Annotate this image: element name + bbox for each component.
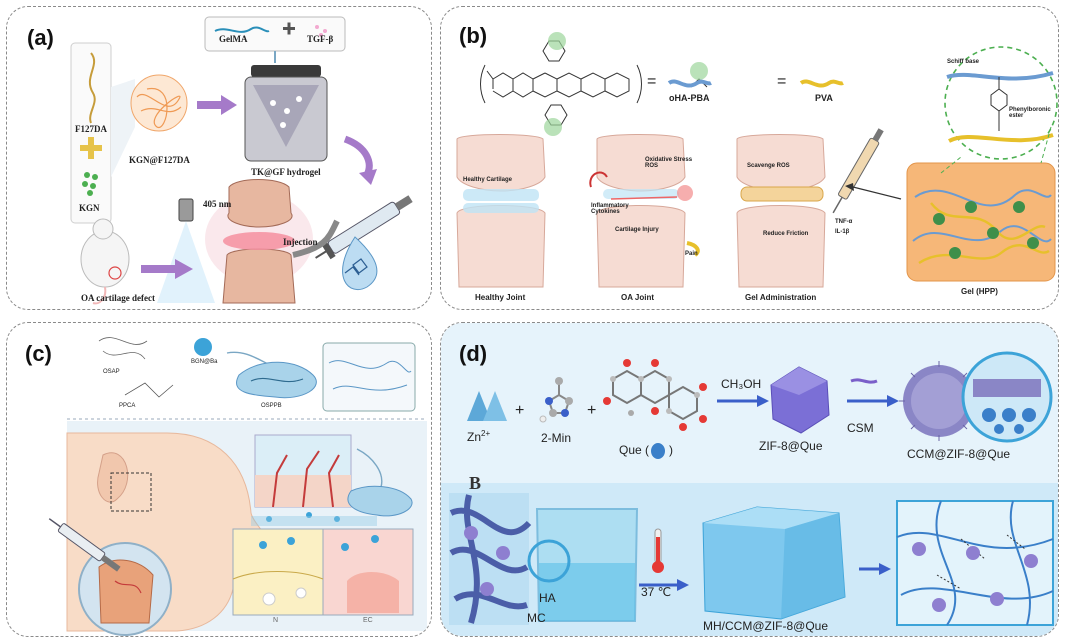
zn-triangle-2 [483, 391, 507, 421]
pva-label: PVA [815, 93, 833, 103]
bone-lower [222, 248, 296, 304]
cartilage-injury-label: Cartilage Injury [615, 227, 659, 233]
jar-lid [251, 65, 321, 77]
eq1: = [647, 73, 657, 90]
panel-a-label: (a) [27, 25, 54, 50]
ch3oh-label: CH₃OH [721, 377, 762, 391]
panel-d-graphics: + + [441, 323, 1058, 636]
defect-glow [223, 232, 295, 250]
panel-d: + + [440, 322, 1059, 637]
scavenge-label: Scavenge ROS [747, 163, 790, 169]
ha-label: HA [539, 591, 556, 605]
eq2: = [777, 73, 787, 90]
kgn-f127da-label: KGN@F127DA [129, 155, 190, 165]
zn-label: Zn2+ [467, 429, 490, 444]
panel-a-graphics [70, 16, 413, 305]
plus-v [287, 22, 291, 35]
zif-label: ZIF-8@Que [759, 439, 823, 453]
injection-label: Injection [283, 237, 318, 247]
que-label: Que ( [619, 443, 650, 457]
il-label: IL-1β [835, 229, 850, 235]
zn-sup: 2+ [481, 429, 491, 438]
kgn-label: KGN [79, 203, 100, 213]
ear [97, 452, 129, 503]
panel-c-graphics [48, 337, 427, 636]
tgf-label: TGF-β [307, 34, 334, 44]
que-close-label: ) [669, 443, 673, 457]
oa-defect-label: OA cartilage defect [81, 293, 155, 303]
oa-joint-label: OA Joint [621, 293, 655, 302]
gel-hpp-label: Gel (HPP) [961, 287, 998, 296]
que-symbol [651, 443, 665, 459]
healthy-joint-figure [456, 134, 546, 288]
que-atoms [603, 359, 707, 431]
healthy-joint-label: Healthy Joint [475, 293, 526, 302]
light-source [178, 198, 194, 222]
syringe-b [832, 128, 884, 214]
f127da-label: F127DA [75, 124, 107, 134]
gelma-label: GelMA [219, 34, 248, 44]
hydrogel-drop [342, 236, 378, 290]
tnf-label: TNF-α [835, 219, 853, 225]
panel-b: (b) = = oHA-PBA PVA Schiff base Phenylbo… [440, 6, 1059, 310]
bone-upper [227, 179, 293, 228]
osppb-zoom-box [322, 342, 416, 412]
syringe-c [48, 518, 121, 572]
bgn-ball [194, 338, 212, 356]
osppb-label: OSPPB [261, 403, 282, 409]
csm-label: CSM [847, 421, 874, 435]
svg-text:+: + [515, 402, 524, 419]
mh-label: MH/CCM@ZIF-8@Que [703, 619, 829, 633]
zn-text: Zn [467, 430, 482, 444]
oha-pba-label: oHA-PBA [669, 93, 710, 103]
temp-label: 37 ℃ [641, 585, 672, 599]
inflammatory-label: Inflammatory Cytokines [591, 203, 629, 215]
oxidative-label: Oxidative Stress ROS [645, 157, 693, 169]
ec-label: EC [363, 617, 373, 624]
panel-a: (a) GelMA TGF-β F127DA KGN KGN@F127DA TK… [6, 6, 432, 310]
panel-b-graphics [456, 32, 1058, 288]
gel-admin-joint-figure [736, 134, 826, 288]
hydrogel-label: TK@GF hydrogel [251, 167, 321, 177]
b-marker: B [469, 473, 482, 493]
ppca-sketch [124, 382, 174, 398]
oa-joint-figure [589, 134, 700, 288]
pain-label: Pain [685, 251, 698, 257]
schiff-label: Schiff base [947, 59, 980, 65]
pva-strand [799, 79, 844, 88]
mc-label: MC [527, 611, 546, 625]
healthy-cartilage-label: Healthy Cartilage [463, 177, 513, 183]
gel-hpp-cube [906, 162, 1056, 282]
gel-admin-label: Gel Administration [745, 293, 817, 302]
osap-label: OSAP [103, 369, 120, 375]
rat-body [80, 230, 130, 288]
svg-text:+: + [587, 402, 596, 419]
f127da-strand [88, 52, 96, 124]
min-label: 2-Min [541, 431, 572, 445]
panel-b-label: (b) [459, 23, 488, 48]
ccm-label: CCM@ZIF-8@Que [907, 447, 1011, 461]
2min-molecule [539, 377, 573, 423]
panel-d-label: (d) [459, 341, 488, 366]
osap-sketch [98, 337, 148, 360]
gelma-strand [214, 26, 270, 33]
n-label: N [273, 617, 279, 624]
oha-pba-strand [667, 79, 712, 88]
syringe-a [315, 195, 413, 260]
phenyl-label: Phenylboronic ester [1009, 107, 1051, 119]
bgn-label: BGN@Ba [191, 359, 218, 365]
zn-triangle-1 [467, 391, 491, 421]
panel-c: (c) OSAP BGN@Ba PPCA OSPPB N EC [6, 322, 432, 637]
panel-c-label: (c) [25, 341, 52, 366]
ppca-label: PPCA [119, 403, 136, 409]
reduce-friction-label: Reduce Friction [763, 231, 809, 237]
wavelength-label: 405 nm [203, 199, 232, 209]
